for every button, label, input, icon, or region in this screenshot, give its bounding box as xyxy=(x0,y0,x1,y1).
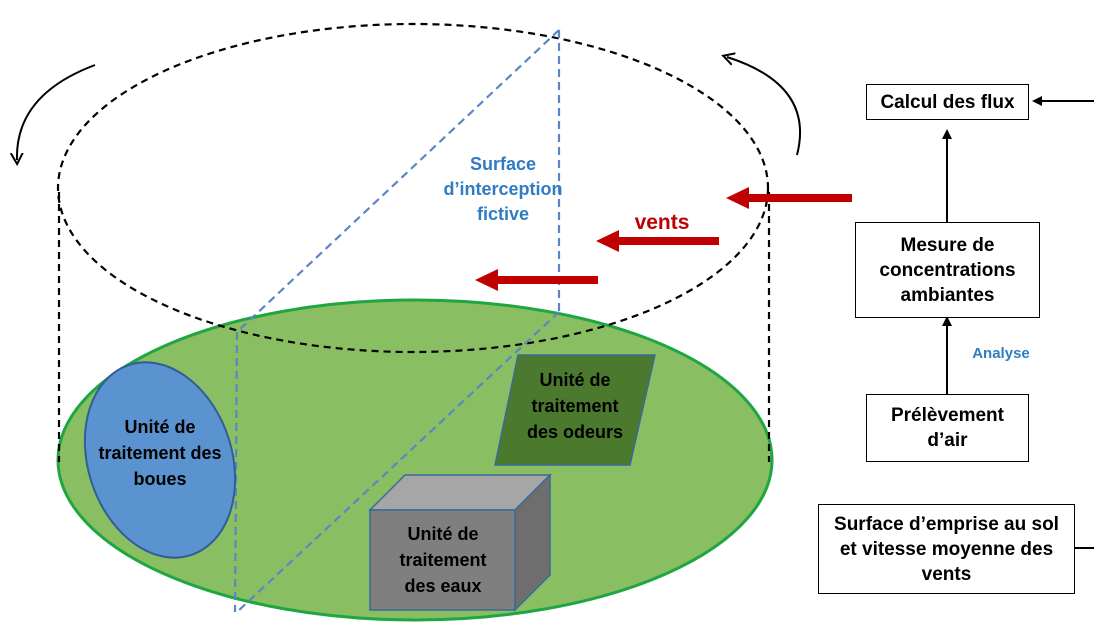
cylinder-top xyxy=(56,22,770,354)
measure-box: Mesure de concentrations ambiantes xyxy=(855,222,1040,318)
surface-wind-box: Surface d’emprise au sol et vitesse moye… xyxy=(818,504,1075,594)
water-unit-shape xyxy=(368,473,552,612)
sludge-unit-shape xyxy=(83,361,237,559)
wind-arrow-icon xyxy=(596,230,719,252)
odor-unit-shape xyxy=(494,354,656,466)
calc-flux-box: Calcul des flux xyxy=(866,84,1029,120)
wind-arrows xyxy=(475,187,852,291)
wind-label: vents xyxy=(635,211,690,234)
sampling-box: Prélèvement d’air xyxy=(866,394,1029,462)
rotation-arrow-left-icon xyxy=(17,64,96,160)
rotation-arrow-right-icon xyxy=(727,57,802,156)
wind-arrow-icon xyxy=(726,187,852,209)
analysis-label: Analyse xyxy=(972,345,1030,362)
interception-plane xyxy=(233,29,561,613)
wind-arrow-icon xyxy=(475,269,598,291)
